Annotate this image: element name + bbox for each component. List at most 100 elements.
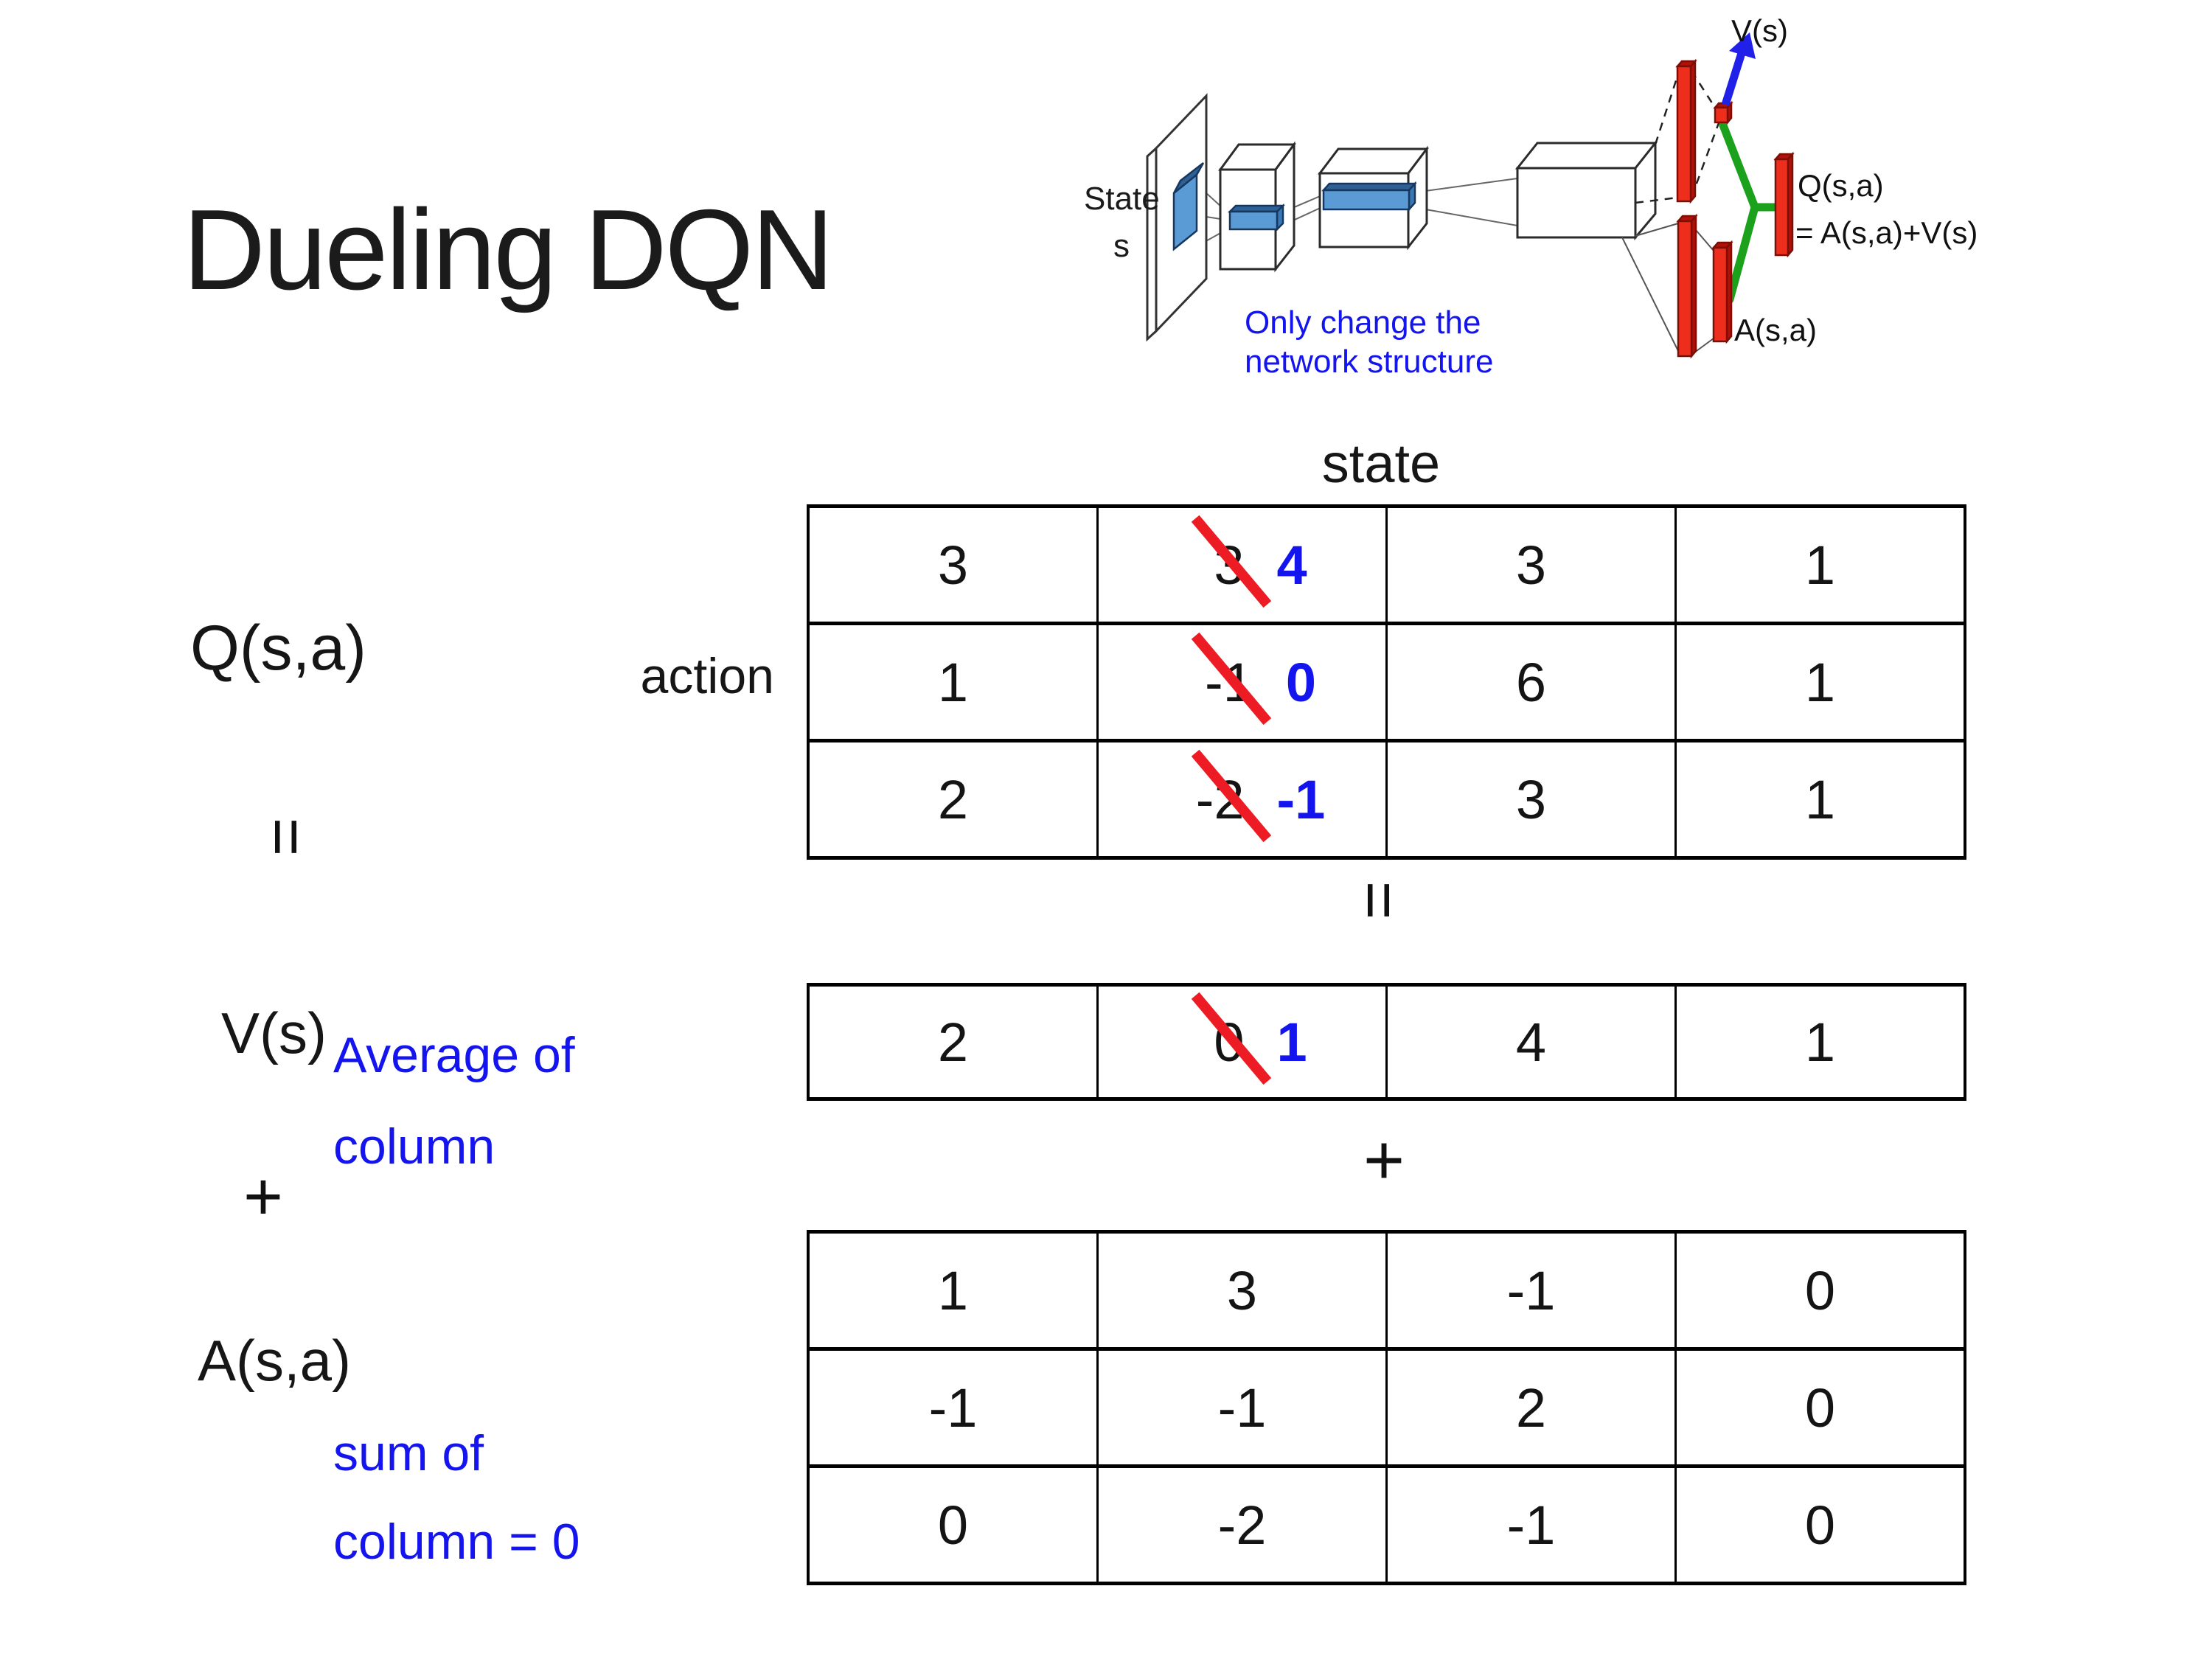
crossed-cell: 0 1 bbox=[1099, 987, 1385, 1097]
q-cell: 1 bbox=[1674, 622, 1966, 742]
table-row: 2 -2 -1 3 1 bbox=[807, 739, 1966, 860]
crossed-value: 0 bbox=[1214, 1011, 1245, 1073]
table-row: 1 3 -1 0 bbox=[807, 1230, 1966, 1351]
cell-value: 6 bbox=[1515, 651, 1547, 713]
table-row: 0 -2 -1 0 bbox=[807, 1464, 1966, 1585]
replacement-value: -1 bbox=[1276, 768, 1326, 830]
feature-bar-1 bbox=[1227, 203, 1286, 232]
cell-value: 1 bbox=[1804, 768, 1836, 830]
cell-value: 0 bbox=[1804, 1494, 1836, 1556]
cell-value: 3 bbox=[1515, 768, 1547, 830]
cell-value: 3 bbox=[937, 534, 969, 596]
crossed-cell: -1 0 bbox=[1099, 625, 1385, 739]
cell-value: 0 bbox=[937, 1494, 969, 1556]
a-cell: 2 bbox=[1385, 1347, 1677, 1468]
feature-bar-2 bbox=[1321, 181, 1417, 212]
conv-filter-patch bbox=[1172, 162, 1205, 251]
q-cell: 2 bbox=[807, 739, 1099, 860]
cell-value: -2 bbox=[1217, 1494, 1267, 1556]
q-cell: 3 bbox=[1385, 739, 1677, 860]
plus-sign-left: + bbox=[243, 1159, 283, 1234]
a-cell: -1 bbox=[1385, 1230, 1677, 1351]
cell-value: -1 bbox=[1217, 1377, 1267, 1439]
a-cell: 3 bbox=[1096, 1230, 1388, 1351]
hidden-layer-box bbox=[1514, 139, 1658, 241]
equals-sign-left: = bbox=[249, 817, 323, 857]
cell-value: 1 bbox=[937, 1259, 969, 1321]
q-cell-crossed: -1 0 bbox=[1096, 622, 1388, 742]
crossed-value: -2 bbox=[1195, 768, 1245, 830]
a-cell: 1 bbox=[807, 1230, 1099, 1351]
q-cell: 6 bbox=[1385, 622, 1677, 742]
diagram-note-line2: network structure bbox=[1245, 344, 1493, 380]
a-cell: 0 bbox=[807, 1464, 1099, 1585]
a-function-label: A(s,a) bbox=[198, 1328, 352, 1393]
cell-value: 3 bbox=[1226, 1259, 1258, 1321]
a-cell: 0 bbox=[1674, 1464, 1966, 1585]
v-cell: 4 bbox=[1385, 983, 1677, 1101]
sum-note-line2: column = 0 bbox=[333, 1514, 580, 1570]
state-header: state bbox=[1321, 433, 1441, 494]
a-cell: -1 bbox=[807, 1347, 1099, 1468]
q-cell: 1 bbox=[807, 622, 1099, 742]
a-matrix: 1 3 -1 0 -1 -1 2 0 0 -2 -1 0 bbox=[807, 1230, 1966, 1585]
diagram-a-label: A(s,a) bbox=[1734, 313, 1817, 347]
replacement-value: 1 bbox=[1276, 1011, 1307, 1073]
diagram-q-label: Q(s,a) bbox=[1798, 168, 1884, 203]
q-cell: 1 bbox=[1674, 504, 1966, 625]
q-cell-crossed: 3 4 bbox=[1096, 504, 1388, 625]
cell-value: 2 bbox=[937, 768, 969, 830]
slide-title: Dueling DQN bbox=[183, 186, 834, 313]
q-cell-crossed: -2 -1 bbox=[1096, 739, 1388, 860]
value-stream-bar bbox=[1675, 58, 1697, 204]
cell-value: 2 bbox=[937, 1011, 969, 1073]
table-row: 1 -1 0 6 1 bbox=[807, 622, 1966, 742]
q-cell: 3 bbox=[1385, 504, 1677, 625]
q-cell: 1 bbox=[1674, 739, 1966, 860]
a-cell: 0 bbox=[1674, 1347, 1966, 1468]
cell-value: 4 bbox=[1515, 1011, 1547, 1073]
diagram-q-formula: = A(s,a)+V(s) bbox=[1795, 215, 1978, 250]
a-cell: -1 bbox=[1096, 1347, 1388, 1468]
crossed-value: 3 bbox=[1214, 534, 1245, 596]
a-cell: -1 bbox=[1385, 1464, 1677, 1585]
cell-value: -1 bbox=[1506, 1494, 1556, 1556]
replacement-value: 0 bbox=[1285, 651, 1316, 713]
a-cell: -2 bbox=[1096, 1464, 1388, 1585]
q-output-bar bbox=[1773, 151, 1795, 258]
cell-value: 1 bbox=[1804, 1011, 1836, 1073]
v-cell: 1 bbox=[1674, 983, 1966, 1101]
table-row: 3 3 4 3 1 bbox=[807, 504, 1966, 625]
average-note-line1: Average of bbox=[333, 1027, 575, 1083]
diagram-vs-label: V(s) bbox=[1731, 13, 1788, 48]
sum-note-line1: sum of bbox=[333, 1425, 484, 1481]
diagram-note-line1: Only change the bbox=[1245, 305, 1481, 341]
solid-connections bbox=[1621, 223, 1714, 355]
q-matrix: 3 3 4 3 1 1 -1 0 6 1 2 -2 -1 bbox=[807, 504, 1966, 860]
plus-sign-center: + bbox=[1363, 1121, 1405, 1200]
crossed-cell: 3 4 bbox=[1099, 508, 1385, 622]
cell-value: 1 bbox=[937, 651, 969, 713]
network-diagram: State s V(s) Q(s,a) = A(s,a)+V(s) A(s,a)… bbox=[1084, 13, 1978, 380]
cell-value: 1 bbox=[1804, 651, 1836, 713]
v-vector: 2 0 1 4 1 bbox=[807, 983, 1966, 1101]
cell-value: -1 bbox=[928, 1377, 978, 1439]
v-function-label: V(s) bbox=[221, 1001, 327, 1065]
table-row: -1 -1 2 0 bbox=[807, 1347, 1966, 1468]
v-cell-crossed: 0 1 bbox=[1096, 983, 1388, 1101]
replacement-value: 4 bbox=[1276, 534, 1307, 596]
advantage-stream-bar bbox=[1676, 213, 1698, 359]
crossed-cell: -2 -1 bbox=[1099, 742, 1385, 856]
diagram-state-label: State bbox=[1084, 181, 1160, 217]
cell-value: 0 bbox=[1804, 1259, 1836, 1321]
cell-value: 2 bbox=[1515, 1377, 1547, 1439]
average-note-line2: column bbox=[333, 1119, 495, 1175]
a-cell: 0 bbox=[1674, 1230, 1966, 1351]
v-cell: 2 bbox=[807, 983, 1099, 1101]
v-output-arrow bbox=[1721, 32, 1756, 106]
diagram-state-s: s bbox=[1113, 228, 1130, 264]
advantage-vector-bar bbox=[1711, 240, 1733, 344]
cell-value: 3 bbox=[1515, 534, 1547, 596]
crossed-value: -1 bbox=[1205, 651, 1253, 713]
combine-connector bbox=[1719, 121, 1780, 304]
